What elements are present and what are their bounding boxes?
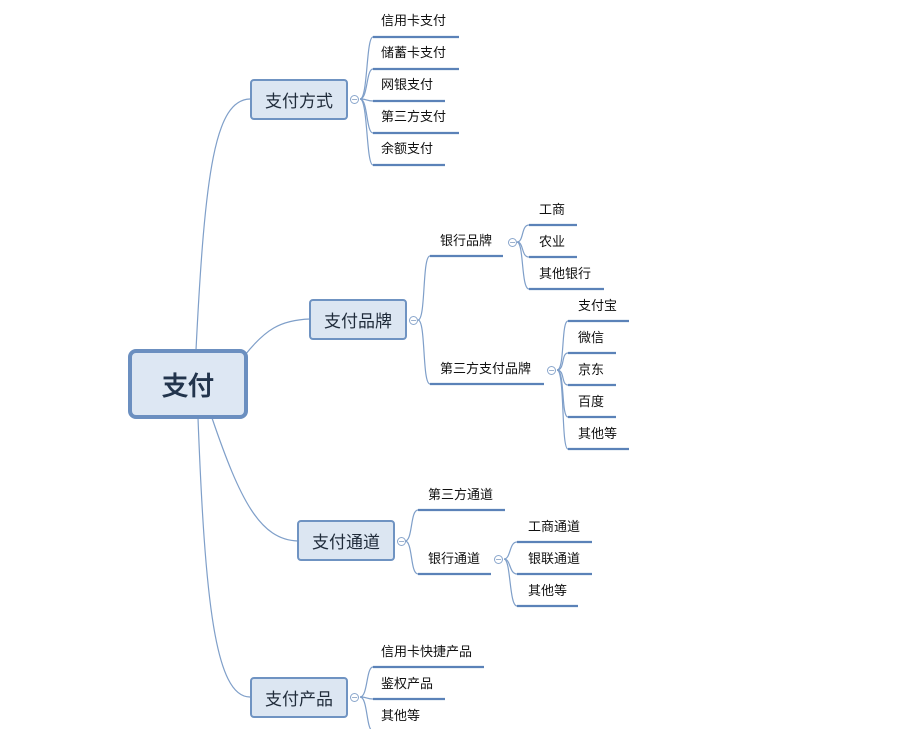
branch-node-label: 支付品牌	[324, 312, 392, 332]
leaf-debit-card-payment[interactable]: 储蓄卡支付	[381, 46, 447, 61]
sub-node-bank-brands[interactable]: 银行品牌	[440, 234, 493, 249]
leaf-wechat[interactable]: 微信	[578, 331, 605, 346]
collapse-minus-icon[interactable]: −	[350, 95, 359, 104]
leaf-agricultural-bank[interactable]: 农业	[539, 235, 566, 250]
collapse-minus-icon[interactable]: −	[494, 555, 503, 564]
collapse-minus-icon[interactable]: −	[397, 537, 406, 546]
branch-node-label: 支付产品	[265, 690, 333, 710]
collapse-minus-icon[interactable]: −	[547, 366, 556, 375]
leaf-third-party-payment[interactable]: 第三方支付	[381, 110, 447, 125]
leaf-others[interactable]: 其他等	[578, 427, 618, 442]
leaf-other-products[interactable]: 其他等	[381, 709, 421, 724]
leaf-unionpay-channel[interactable]: 银联通道	[528, 552, 581, 567]
branch-node-payment-brands[interactable]: 支付品牌	[309, 299, 407, 340]
root-node-label: 支付	[161, 371, 214, 402]
collapse-minus-icon[interactable]: −	[350, 693, 359, 702]
collapse-minus-icon[interactable]: −	[508, 238, 517, 247]
leaf-alipay[interactable]: 支付宝	[578, 299, 618, 314]
root-node[interactable]: 支付	[128, 349, 248, 419]
leaf-icbc-channel[interactable]: 工商通道	[528, 520, 581, 535]
leaf-credit-card-quick-product[interactable]: 信用卡快捷产品	[381, 645, 473, 660]
leaf-balance-payment[interactable]: 余额支付	[381, 142, 434, 157]
leaf-baidu[interactable]: 百度	[578, 395, 605, 410]
branch-node-payment-products[interactable]: 支付产品	[250, 677, 348, 718]
leaf-online-banking-payment[interactable]: 网银支付	[381, 78, 434, 93]
sub-node-bank-channel[interactable]: 银行通道	[428, 552, 481, 567]
leaf-credit-card-payment[interactable]: 信用卡支付	[381, 14, 447, 29]
collapse-minus-icon[interactable]: −	[409, 316, 418, 325]
sub-node-third-party-channel[interactable]: 第三方通道	[428, 488, 494, 503]
sub-node-third-party-brands[interactable]: 第三方支付品牌	[440, 362, 532, 377]
leaf-other-banks[interactable]: 其他银行	[539, 267, 592, 282]
branch-node-label: 支付通道	[312, 533, 380, 553]
leaf-authentication-product[interactable]: 鉴权产品	[381, 677, 434, 692]
branch-node-payment-channels[interactable]: 支付通道	[297, 520, 395, 561]
branch-node-label: 支付方式	[265, 92, 333, 112]
branch-node-payment-methods[interactable]: 支付方式	[250, 79, 348, 120]
leaf-other-channels[interactable]: 其他等	[528, 584, 568, 599]
leaf-icbc[interactable]: 工商	[539, 203, 566, 218]
leaf-jd[interactable]: 京东	[578, 363, 605, 378]
